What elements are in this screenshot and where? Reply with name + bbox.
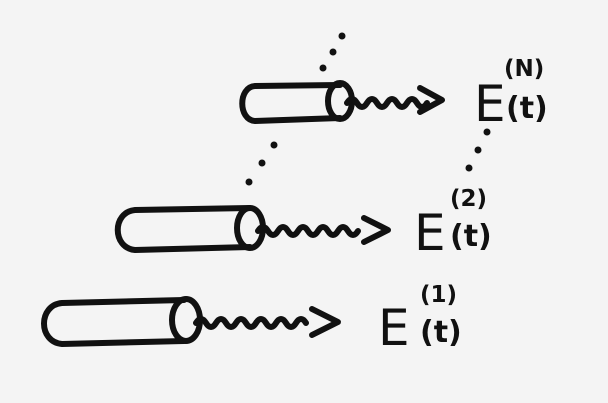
field-label-2: E (2) (t) bbox=[414, 186, 492, 262]
ellipsis-dots-top bbox=[319, 32, 346, 72]
cylinder-body bbox=[239, 82, 343, 124]
field-label-1: E (1) (t) bbox=[378, 282, 462, 357]
ellipsis-dots-labels bbox=[465, 128, 491, 172]
cylinder-body bbox=[114, 205, 253, 253]
arrow-head bbox=[309, 306, 341, 338]
wavy-emission-line bbox=[193, 316, 309, 330]
field-symbol: E bbox=[474, 75, 506, 133]
mode-index: (1) bbox=[420, 282, 457, 308]
time-argument: (t) bbox=[506, 91, 548, 126]
field-symbol: E bbox=[414, 204, 446, 262]
mode-index: (2) bbox=[450, 186, 487, 212]
wavy-emission-line bbox=[344, 96, 430, 110]
emitter-n: E (N) (t) bbox=[239, 56, 548, 133]
field-symbol: E bbox=[378, 299, 410, 357]
arrow-head bbox=[361, 215, 391, 245]
time-argument: (t) bbox=[420, 315, 462, 350]
mode-index: (N) bbox=[504, 56, 544, 82]
arrow-head bbox=[417, 85, 445, 115]
field-label-n: E (N) (t) bbox=[474, 56, 548, 133]
cylinder-body bbox=[41, 297, 187, 347]
ellipsis-dots-left bbox=[245, 141, 278, 186]
wavy-emission-line bbox=[255, 224, 361, 238]
time-argument: (t) bbox=[450, 219, 492, 254]
emitter-2: E (2) (t) bbox=[114, 186, 492, 262]
emitter-1: E (1) (t) bbox=[41, 282, 462, 357]
